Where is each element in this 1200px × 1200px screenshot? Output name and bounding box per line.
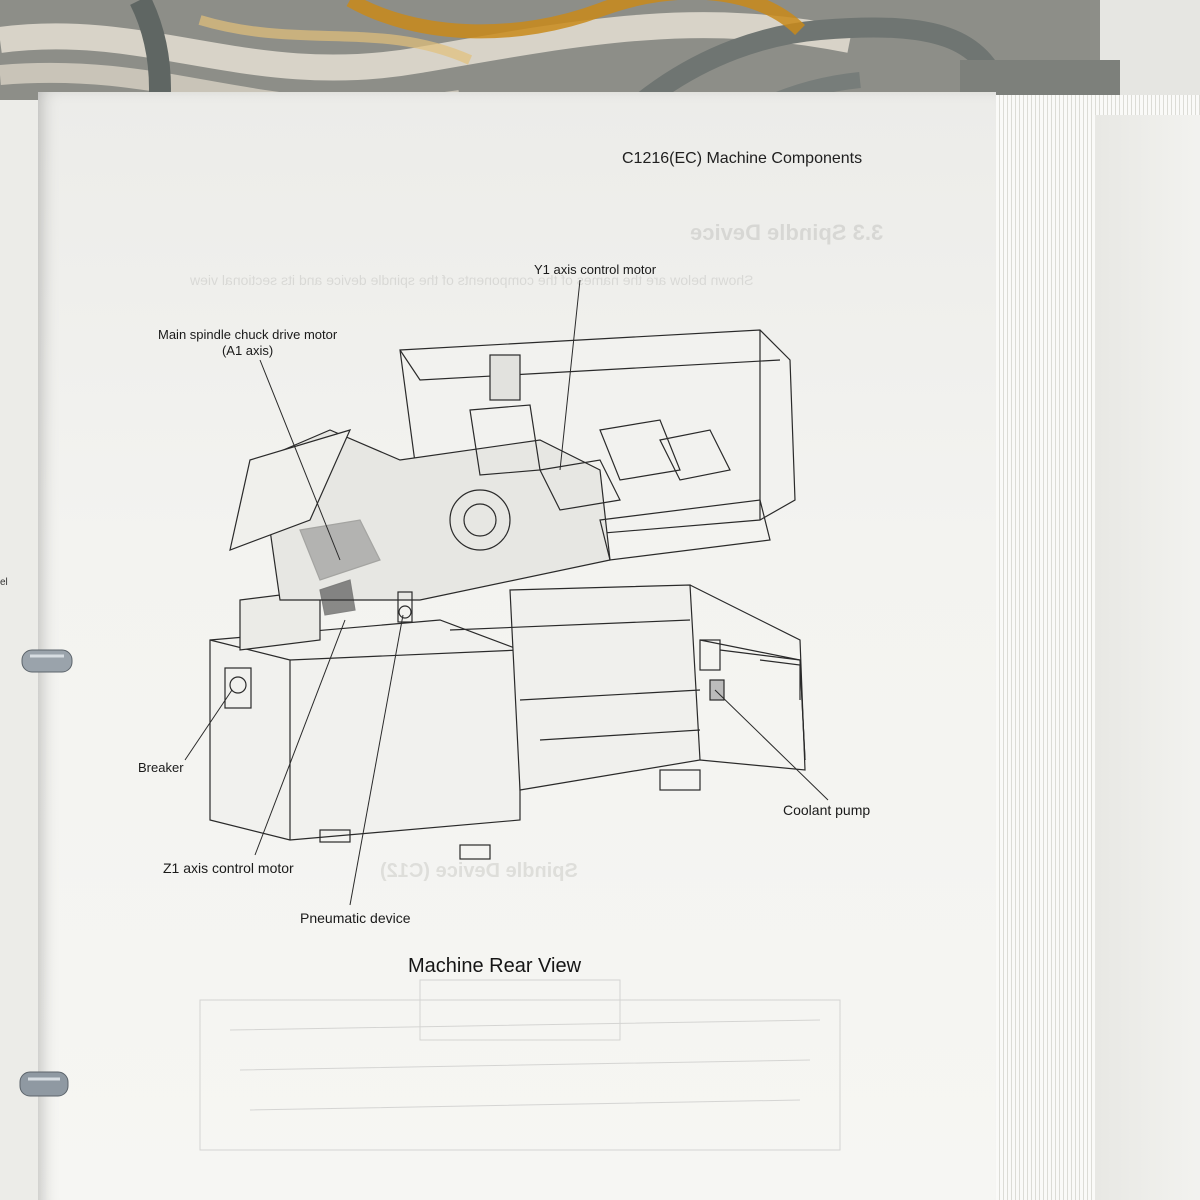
label-pneumatic-device: Pneumatic device (300, 910, 411, 926)
label-breaker: Breaker (138, 760, 184, 775)
label-coolant-pump: Coolant pump (783, 802, 871, 818)
binder-ring-top (21, 649, 73, 673)
label-main-spindle-line2: (A1 axis) (221, 343, 274, 358)
label-y1-axis-motor: Y1 axis control motor (534, 262, 657, 277)
label-main-spindle-motor: Main spindle chuck drive motor (A1 axis) (158, 327, 337, 359)
binder-ring-bottom (19, 1071, 69, 1097)
label-z1-axis-motor: Z1 axis control motor (163, 860, 294, 876)
adjacent-binder (1095, 115, 1200, 1200)
page-header: C1216(EC) Machine Components (622, 150, 863, 167)
section-title: Machine Rear View (408, 955, 582, 977)
left-page-text: el (0, 577, 8, 588)
label-main-spindle-line1: Main spindle chuck drive motor (158, 327, 338, 342)
